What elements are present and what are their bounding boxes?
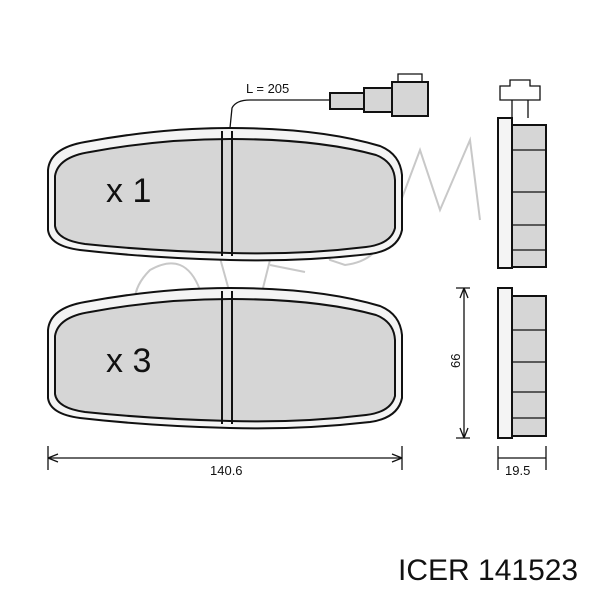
pad-groove-top [221, 131, 233, 256]
side-backing-bottom [497, 287, 513, 439]
width-dimension: 140.6 [47, 446, 403, 478]
side-friction-top [511, 124, 547, 268]
width-dimension-label: 140.6 [210, 463, 243, 478]
wear-sensor: L = 205 [229, 73, 429, 129]
friction-block-bottom [54, 297, 396, 423]
height-dimension-label: 66 [448, 354, 463, 368]
pad-quantity-label-top: x 1 [106, 172, 151, 210]
brake-pad-bottom: x 3 [47, 286, 403, 430]
sensor-length-label: L = 205 [246, 81, 289, 96]
brake-pad-top: x 1 [47, 126, 403, 262]
side-view-bottom [497, 287, 547, 439]
part-number-caption: ICER 141523 [398, 554, 578, 587]
side-backing-top [497, 117, 513, 269]
sensor-housing [391, 81, 429, 117]
side-view-top [497, 79, 547, 269]
height-dimension: 66 [448, 287, 470, 439]
sensor-connector [363, 87, 393, 113]
thickness-dimension-label: 19.5 [505, 463, 530, 478]
side-friction-bottom [511, 295, 547, 437]
pad-quantity-label-bottom: x 3 [106, 342, 151, 380]
pad-groove-bottom [221, 291, 233, 424]
sensor-plug [329, 92, 365, 110]
thickness-dimension: 19.5 [497, 446, 547, 478]
friction-block-top [54, 137, 396, 255]
